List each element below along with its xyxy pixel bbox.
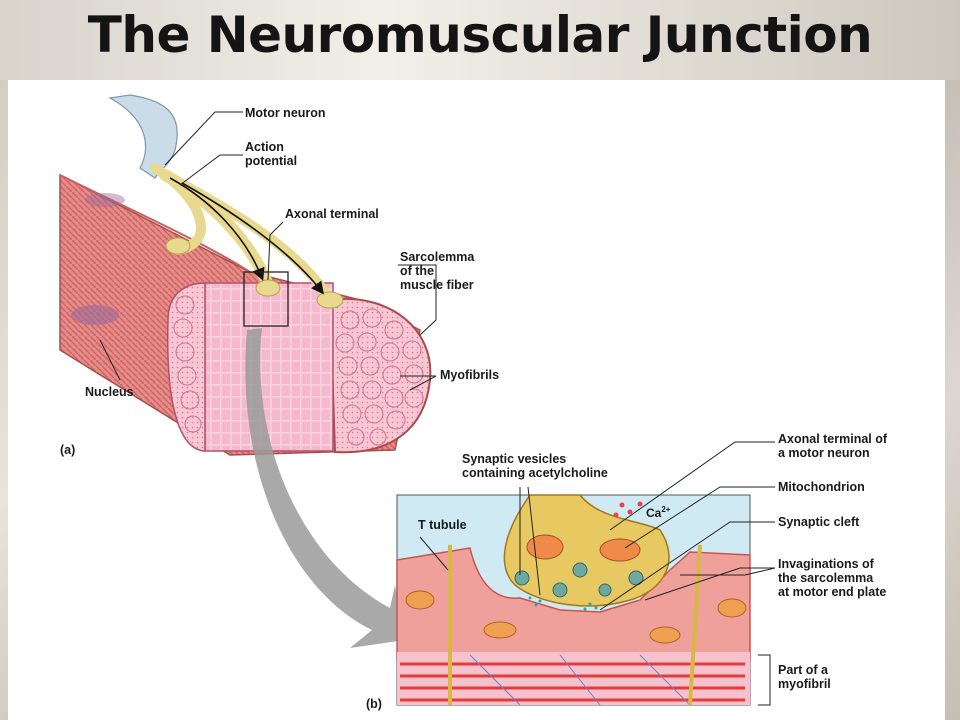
- zoom-box: [243, 271, 289, 327]
- label-synaptic-cleft: Synaptic cleft: [778, 515, 860, 529]
- label-mitochondrion: Mitochondrion: [778, 480, 865, 494]
- calcium-symbol: Ca: [646, 506, 662, 520]
- label-calcium: Ca2+: [646, 503, 670, 520]
- panel-label-b: (b): [366, 697, 382, 711]
- panel-label-a: (a): [60, 443, 76, 457]
- label-invaginations: Invaginations of the sarcolemma at motor…: [778, 557, 887, 599]
- label-myofibrils: Myofibrils: [440, 368, 500, 382]
- label-synaptic-vesicles: Synaptic vesicles containing acetylcholi…: [462, 452, 608, 480]
- label-motor-neuron: Motor neuron: [245, 106, 326, 120]
- leader-lines-a: [99, 111, 437, 391]
- slide-title: The Neuromuscular Junction: [87, 6, 873, 64]
- label-axonal-terminal-motor-neuron: Axonal terminal of a motor neuron: [778, 432, 888, 460]
- title-bar: [0, 0, 960, 80]
- label-nucleus: Nucleus: [85, 385, 134, 399]
- label-axonal-terminal: Axonal terminal: [285, 207, 379, 221]
- muscle-fiber: [59, 173, 432, 456]
- label-action-potential: Action potential: [245, 140, 298, 168]
- calcium-charge: 2+: [661, 505, 671, 514]
- label-t-tubule: T tubule: [418, 518, 467, 532]
- label-sarcolemma: Sarcolemma of the muscle fiber: [400, 250, 475, 292]
- zoom-arrow: [245, 328, 405, 648]
- synapse-closeup: [396, 494, 751, 706]
- motor-neuron: [108, 94, 344, 309]
- leader-lines-b: [419, 441, 776, 706]
- nucleus-shape: [71, 305, 119, 325]
- label-part-of-myofibril: Part of a myofibril: [778, 663, 831, 691]
